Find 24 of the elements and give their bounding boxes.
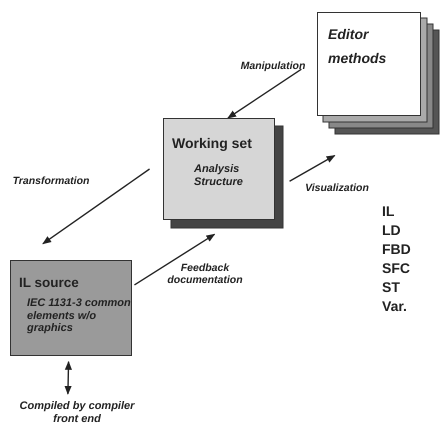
language-label: LD	[382, 222, 401, 238]
box-text: IEC 1131-3 common elements w/o graphics	[27, 297, 131, 335]
box-title: Working set	[172, 135, 252, 152]
box-title: IL source	[19, 275, 79, 291]
box-title: Compiled by compiler front end	[18, 400, 136, 426]
arrow	[134, 234, 216, 286]
language-label: ST	[382, 279, 400, 295]
edge-label: Manipulation	[240, 60, 306, 72]
language-label: FBD	[382, 241, 411, 257]
process-box	[317, 12, 421, 116]
arrow	[42, 168, 150, 244]
language-label: Var.	[382, 298, 407, 314]
arrow	[227, 68, 302, 119]
edge-label: Feedback documentation	[166, 262, 244, 286]
language-label: SFC	[382, 260, 410, 276]
box-title: Editor methods	[328, 25, 388, 68]
edge-label: Transformation	[12, 175, 90, 188]
arrow	[289, 154, 336, 182]
process-box	[10, 260, 132, 356]
arrow	[64, 360, 72, 395]
edge-label: Visualization	[304, 182, 370, 194]
language-label: IL	[382, 203, 394, 219]
box-text: Analysis Structure	[194, 163, 244, 188]
process-box	[163, 118, 275, 220]
